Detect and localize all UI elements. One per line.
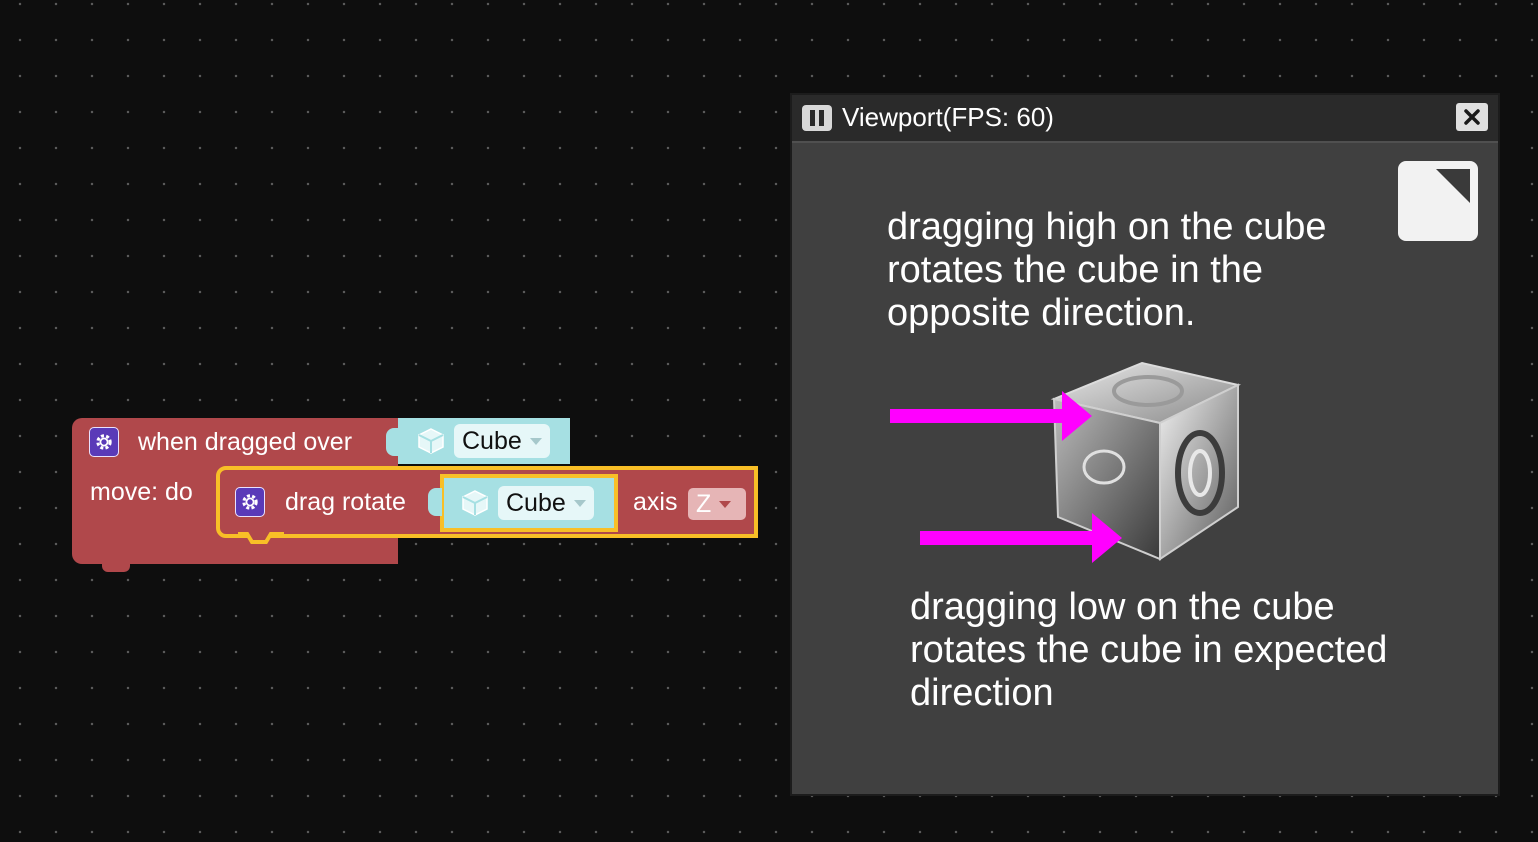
value-block-notch — [386, 428, 400, 456]
axis-label: axis — [633, 488, 678, 516]
arrow-high-icon — [890, 391, 1092, 441]
note-line: opposite direction. — [887, 292, 1196, 334]
block-notch-icon — [238, 532, 284, 544]
pause-icon[interactable] — [802, 105, 832, 131]
gear-icon[interactable] — [89, 427, 119, 457]
chevron-down-icon — [529, 437, 542, 445]
axis-dropdown[interactable]: Z — [688, 488, 746, 520]
cube-dropdown[interactable]: Cube — [498, 486, 594, 520]
block-bottom-connector — [102, 562, 130, 572]
gear-icon[interactable] — [235, 487, 265, 517]
cube-value-block-selected[interactable]: Cube — [428, 474, 618, 532]
note-line: dragging high on the cube — [887, 206, 1327, 248]
chevron-down-icon — [573, 499, 586, 507]
viewport-panel: Viewport(FPS: 60) dragging high on the c… — [790, 93, 1500, 796]
drag-rotate-label: drag rotate — [285, 488, 406, 516]
cube-render-image — [1050, 361, 1241, 561]
cube-icon — [416, 426, 446, 456]
value-block-notch — [428, 488, 442, 516]
axis-dropdown-value: Z — [696, 489, 712, 518]
viewport-header: Viewport(FPS: 60) — [792, 95, 1498, 143]
close-icon[interactable] — [1456, 103, 1488, 131]
viewport-title: Viewport(FPS: 60) — [842, 102, 1054, 132]
statement-label: move: do — [90, 478, 193, 506]
cube-icon — [460, 488, 490, 518]
resize-icon[interactable] — [1398, 161, 1478, 241]
cube-value-block[interactable]: Cube — [386, 418, 570, 464]
note-line: direction — [910, 672, 1054, 714]
note-line: dragging low on the cube — [910, 586, 1335, 628]
cube-dropdown-value: Cube — [462, 426, 522, 455]
event-block-label: when dragged over — [138, 428, 353, 456]
resize-triangle — [1436, 169, 1470, 203]
note-line: rotates the cube in expected — [910, 629, 1388, 671]
cube-dropdown-value: Cube — [506, 488, 566, 517]
top-note: dragging high on the cube rotates the cu… — [887, 206, 1326, 335]
bottom-note: dragging low on the cube rotates the cub… — [910, 586, 1387, 715]
arrow-low-icon — [920, 513, 1122, 563]
cube-dropdown[interactable]: Cube — [454, 424, 550, 458]
note-line: rotates the cube in the — [887, 249, 1264, 291]
chevron-down-icon — [719, 500, 732, 508]
